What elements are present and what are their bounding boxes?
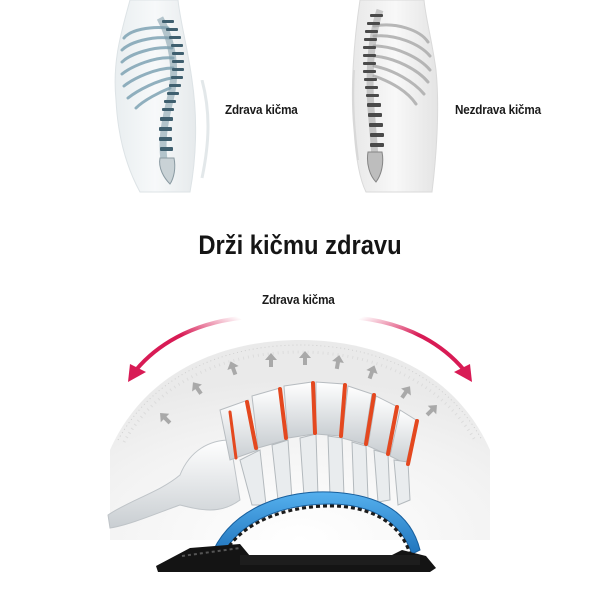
lumbar-curve-outline bbox=[196, 80, 216, 180]
curved-arrow-left-icon bbox=[128, 316, 242, 382]
upward-arrow-icon bbox=[160, 351, 437, 425]
intervertebral-discs bbox=[228, 381, 419, 466]
healthy-spine-label: Zdrava kičma bbox=[225, 102, 298, 117]
spine-stretcher-figure bbox=[90, 300, 510, 600]
unhealthy-spine-label: Nezdrava kičma bbox=[455, 102, 541, 117]
healthy-spine-torso-illustration bbox=[114, 0, 197, 193]
unhealthy-spine-torso-illustration bbox=[351, 0, 439, 193]
healthy-spine-figure bbox=[100, 0, 210, 195]
stretcher-blue-board bbox=[209, 491, 421, 561]
tick-scale-arc bbox=[117, 344, 483, 443]
unhealthy-spine-figure bbox=[340, 0, 440, 195]
curved-arrow-right-icon bbox=[358, 316, 472, 382]
spine-on-back-stretcher-illustration bbox=[107, 316, 490, 572]
arc-label: Zdrava kičma bbox=[262, 292, 335, 307]
stretcher-base bbox=[156, 544, 436, 572]
headline: Drži kičmu zdravu bbox=[198, 230, 402, 260]
